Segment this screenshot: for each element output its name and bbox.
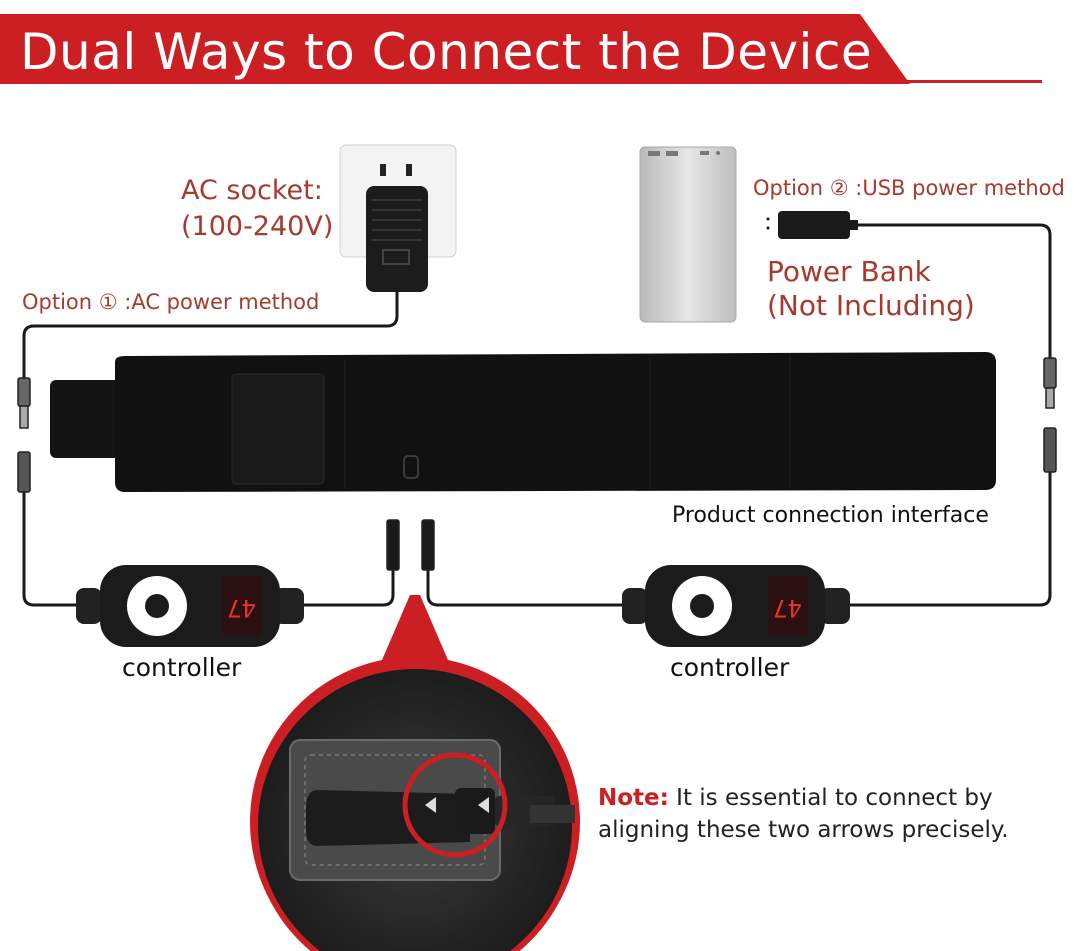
zoom-callout <box>250 595 580 951</box>
note-key: Note: <box>598 785 669 811</box>
controller-left-display: 47 <box>227 594 256 622</box>
note-text: Note: It is essential to connect by alig… <box>598 782 1009 846</box>
header-rule <box>900 80 1042 83</box>
power-bank-label: Power Bank (Not Including) <box>767 255 975 323</box>
option1-label: Option ① :AC power method <box>22 290 320 314</box>
ac-adapter-icon <box>366 186 428 292</box>
page-title: Dual Ways to Connect the Device <box>20 23 873 81</box>
controller-left-label: controller <box>122 653 242 682</box>
usb-plug-icon <box>766 211 858 239</box>
option2-label: Option ② :USB power method <box>753 176 1065 200</box>
controller-right-display: 47 <box>773 594 802 622</box>
power-bank-note: (Not Including) <box>767 289 975 322</box>
note-line1: It is essential to connect by <box>668 785 993 811</box>
header-banner <box>0 14 910 84</box>
power-bank-icon <box>639 146 737 323</box>
heating-belt <box>50 352 996 492</box>
ac-socket-title: AC socket: <box>181 175 323 206</box>
ac-socket-voltage: (100-240V) <box>181 211 334 242</box>
controller-left <box>76 565 304 647</box>
power-bank-title: Power Bank <box>767 255 931 288</box>
controller-right-label: controller <box>670 653 790 682</box>
barrel-connectors <box>17 357 1057 571</box>
controller-right <box>622 565 850 647</box>
note-line2: aligning these two arrows precisely. <box>598 817 1009 843</box>
ac-socket-label: AC socket: (100-240V) <box>181 173 333 245</box>
interface-label: Product connection interface <box>672 503 989 528</box>
